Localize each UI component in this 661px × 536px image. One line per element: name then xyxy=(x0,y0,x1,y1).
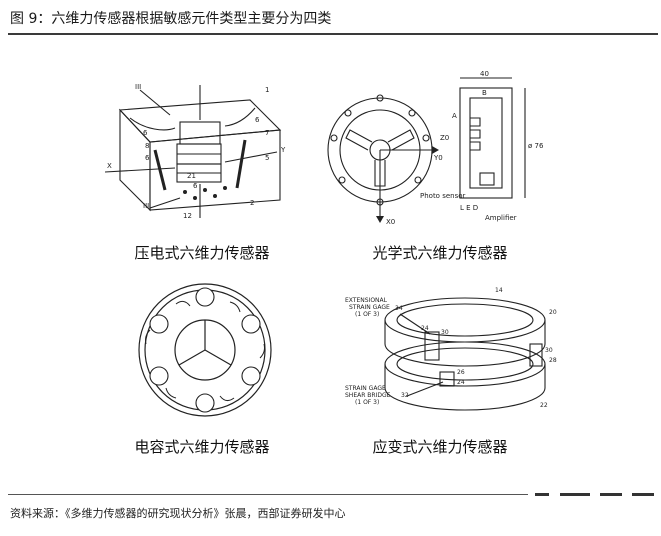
optical-caption: 光学式六维力传感器 xyxy=(372,244,508,262)
strain-label: 20 xyxy=(549,309,557,316)
strain-label: 30 xyxy=(545,347,553,354)
strain-label: 30 xyxy=(441,329,449,336)
piezo-label: 7 xyxy=(265,129,269,137)
strain-label: STRAIN GAGE xyxy=(349,304,390,311)
strain-gauge-caption: 应变式六维力传感器 xyxy=(372,438,508,456)
piezoelectric-caption: 压电式六维力传感器 xyxy=(134,244,270,262)
optical-label: Photo sensor xyxy=(420,192,466,200)
capacitive-caption: 电容式六维力传感器 xyxy=(134,438,270,456)
strain-label: 26 xyxy=(457,369,465,376)
strain-label: 22 xyxy=(540,402,548,409)
strain-label: (1 OF 3) xyxy=(355,311,379,318)
strain-label: STRAIN GAGE xyxy=(345,385,386,392)
optical-label: B xyxy=(482,89,487,97)
source-note: 资料来源：《多维力传感器的研究现状分析》张晨，西部证券研发中心 xyxy=(10,507,346,520)
piezo-label: 6 xyxy=(145,154,150,162)
piezoelectric-diagram: III 1 6 8 6 6 X Y 7 5 21 6 2 III 12 xyxy=(105,80,295,220)
piezo-label: X xyxy=(107,162,112,170)
optical-label: X0 xyxy=(386,218,395,226)
strain-label: 28 xyxy=(549,357,557,364)
optical-label: Y0 xyxy=(433,154,443,162)
decor-dash xyxy=(632,493,654,496)
decor-dash xyxy=(560,493,590,496)
optical-label: 40 xyxy=(480,70,489,78)
strain-label: 34 xyxy=(395,305,403,312)
piezo-label: Y xyxy=(280,146,286,154)
strain-label: (1 OF 3) xyxy=(355,399,379,406)
strain-label: EXTENSIONAL xyxy=(345,297,388,304)
piezo-label: 1 xyxy=(265,86,269,94)
piezo-label: 6 xyxy=(143,129,148,137)
piezo-label: 8 xyxy=(145,142,149,150)
figure-title: 图 9：六维力传感器根据敏感元件类型主要分为四类 xyxy=(10,11,332,27)
strain-label: 14 xyxy=(495,287,503,294)
optical-label: L E D xyxy=(460,204,478,212)
optical-label: ø 76 xyxy=(528,142,544,150)
optical-label: A xyxy=(452,112,457,120)
piezo-label: 12 xyxy=(183,212,192,220)
optical-diagram: 40 B A Z0 Y0 X0 ø 76 Photo sensor L E D … xyxy=(320,68,545,228)
strain-label: 32 xyxy=(401,392,409,399)
strain-label: SHEAR BRIDGE xyxy=(345,392,391,399)
strain-gauge-diagram: 14 EXTENSIONAL STRAIN GAGE (1 OF 3) 34 2… xyxy=(345,282,565,417)
decor-dash xyxy=(535,493,549,496)
piezo-label: III xyxy=(135,83,141,91)
decor-dash xyxy=(600,493,622,496)
piezo-label: III xyxy=(143,202,149,210)
bottom-rule xyxy=(8,494,528,495)
piezo-label: 6 xyxy=(193,182,198,190)
piezo-label: 6 xyxy=(255,116,260,124)
top-rule xyxy=(8,33,658,35)
strain-label: 24 xyxy=(421,325,429,332)
piezo-label: 2 xyxy=(250,199,254,207)
optical-label: Amplifier xyxy=(485,214,517,222)
strain-label: 24 xyxy=(457,379,465,386)
piezo-label: 21 xyxy=(187,172,196,180)
capacitive-diagram xyxy=(130,280,280,420)
optical-label: Z0 xyxy=(440,134,449,142)
piezo-label: 5 xyxy=(265,154,269,162)
